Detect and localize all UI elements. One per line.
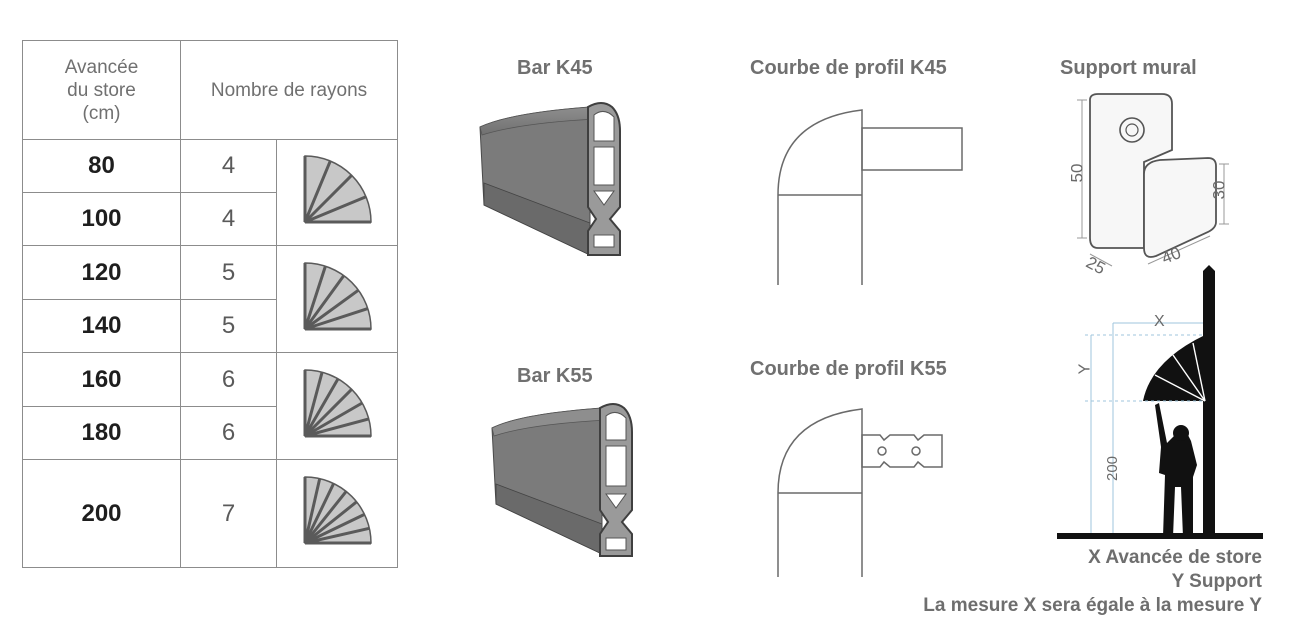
dim-depth-label: 30 [1209,180,1229,200]
spoke-cell: 5 [180,245,277,300]
curve-k45-drawing [777,109,963,285]
spoke-cell: 6 [180,352,277,407]
bar-k55-drawing [491,403,633,557]
title-bar-k55: Bar K55 [517,365,593,387]
fan-spoke [303,482,335,544]
dim-height-label: 50 [1067,163,1087,183]
legend-y: Y Support [1171,571,1262,592]
fan-6-spokes-icon [303,368,372,437]
fan-spoke [304,288,360,330]
header-awning-length: Avancée du store (cm) [22,40,181,140]
title-bar-k45: Bar K45 [517,57,593,79]
y-label: Y [1076,363,1094,375]
fan-spoke [304,195,367,224]
spec-table: Avancée du store (cm) Nombre de rayons 8… [22,40,398,568]
mount-height-label: 200 [1104,455,1122,482]
length-cell: 120 [22,245,181,300]
fan-spoke [304,416,370,437]
fan-spoke [303,274,346,330]
legend: X Avancée de store Y Support La mesure X… [923,546,1262,618]
curve-k55-drawing [777,408,943,577]
fan-spoke [303,174,353,224]
fan-spoke [303,490,348,544]
x-label: X [1154,313,1165,330]
title-curve-k45: Courbe de profil K45 [750,57,947,79]
length-cell: 80 [22,139,181,193]
fan-spoke [303,478,322,544]
length-cell: 180 [22,406,181,460]
length-cell: 140 [22,299,181,353]
fan-spoke [303,371,324,436]
legend-rule: La mesure X sera égale à la mesure Y [923,595,1262,616]
legend-x: X Avancée de store [1088,547,1262,568]
spoke-cell: 7 [180,459,277,568]
header-spoke-count: Nombre de rayons [180,40,398,140]
title-wall-support: Support mural [1060,57,1197,79]
spoke-cell: 5 [180,299,277,353]
fan-cell [276,245,398,353]
title-curve-k55: Courbe de profil K55 [750,358,947,380]
fan-7-spokes-icon [303,476,372,545]
fan-spoke [304,306,369,330]
length-cell: 160 [22,352,181,407]
spoke-cell: 4 [180,139,277,193]
fan-5-spokes-icon [303,261,372,330]
installation-diagram [1057,265,1263,539]
fan-spoke [303,387,353,437]
spoke-cell: 4 [180,192,277,246]
fan-spoke [303,265,327,329]
wall-support-drawing [1077,93,1229,267]
fan-cell [276,139,398,246]
fan-spoke [304,401,363,437]
fan-cell [276,459,398,568]
fan-spoke [303,377,340,437]
length-cell: 100 [22,192,181,246]
fan-spoke [304,500,358,545]
length-cell: 200 [22,459,181,568]
fan-spoke [303,160,332,223]
fan-spoke [304,513,366,545]
spoke-cell: 6 [180,406,277,460]
bar-k45-drawing [479,102,621,256]
fan-cell [276,352,398,460]
fan-4-spokes-icon [303,155,372,224]
fan-wedge [304,476,372,544]
fan-spoke [304,526,370,545]
